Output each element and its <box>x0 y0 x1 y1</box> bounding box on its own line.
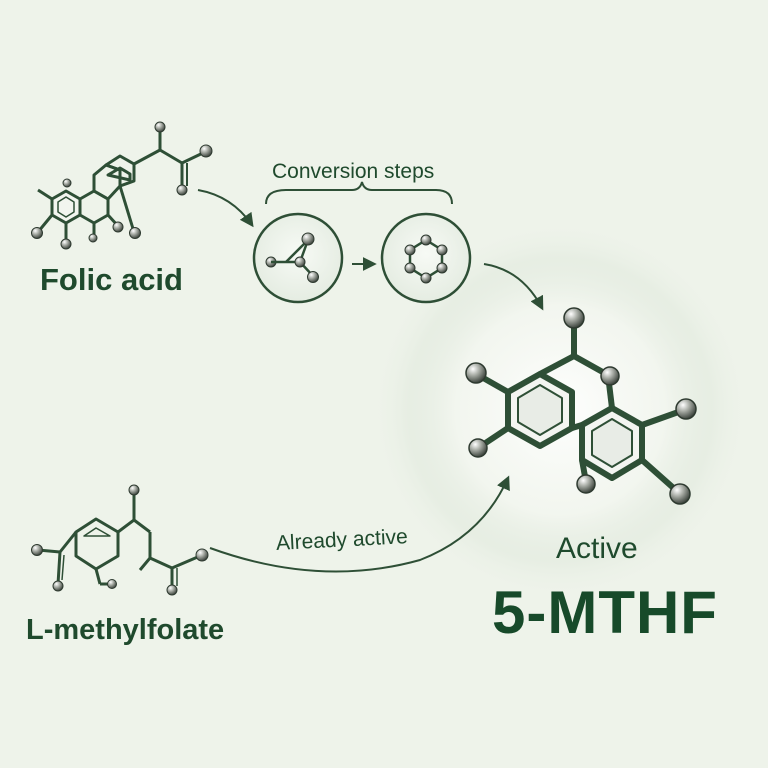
step-two-circle <box>380 212 472 304</box>
arrow-icon <box>197 189 254 228</box>
mthf-title: 5-MTHF <box>492 579 718 646</box>
folic-acid-atoms <box>31 121 213 250</box>
conversion-bracket <box>265 181 453 205</box>
l-methylfolate-molecule-icon <box>37 492 201 588</box>
arrow-icon <box>483 263 544 311</box>
arrow-icon <box>209 475 510 573</box>
l-methylfolate-atoms <box>31 484 209 596</box>
folic-acid-label: Folic acid <box>40 262 183 297</box>
conversion-steps-label: Conversion steps <box>272 160 435 183</box>
active-label: Active <box>556 532 638 565</box>
active-molecule-atoms <box>465 307 697 505</box>
l-methylfolate-label: L-methylfolate <box>26 614 225 646</box>
step-two-atoms <box>404 234 448 284</box>
step-one-atoms <box>265 232 319 283</box>
